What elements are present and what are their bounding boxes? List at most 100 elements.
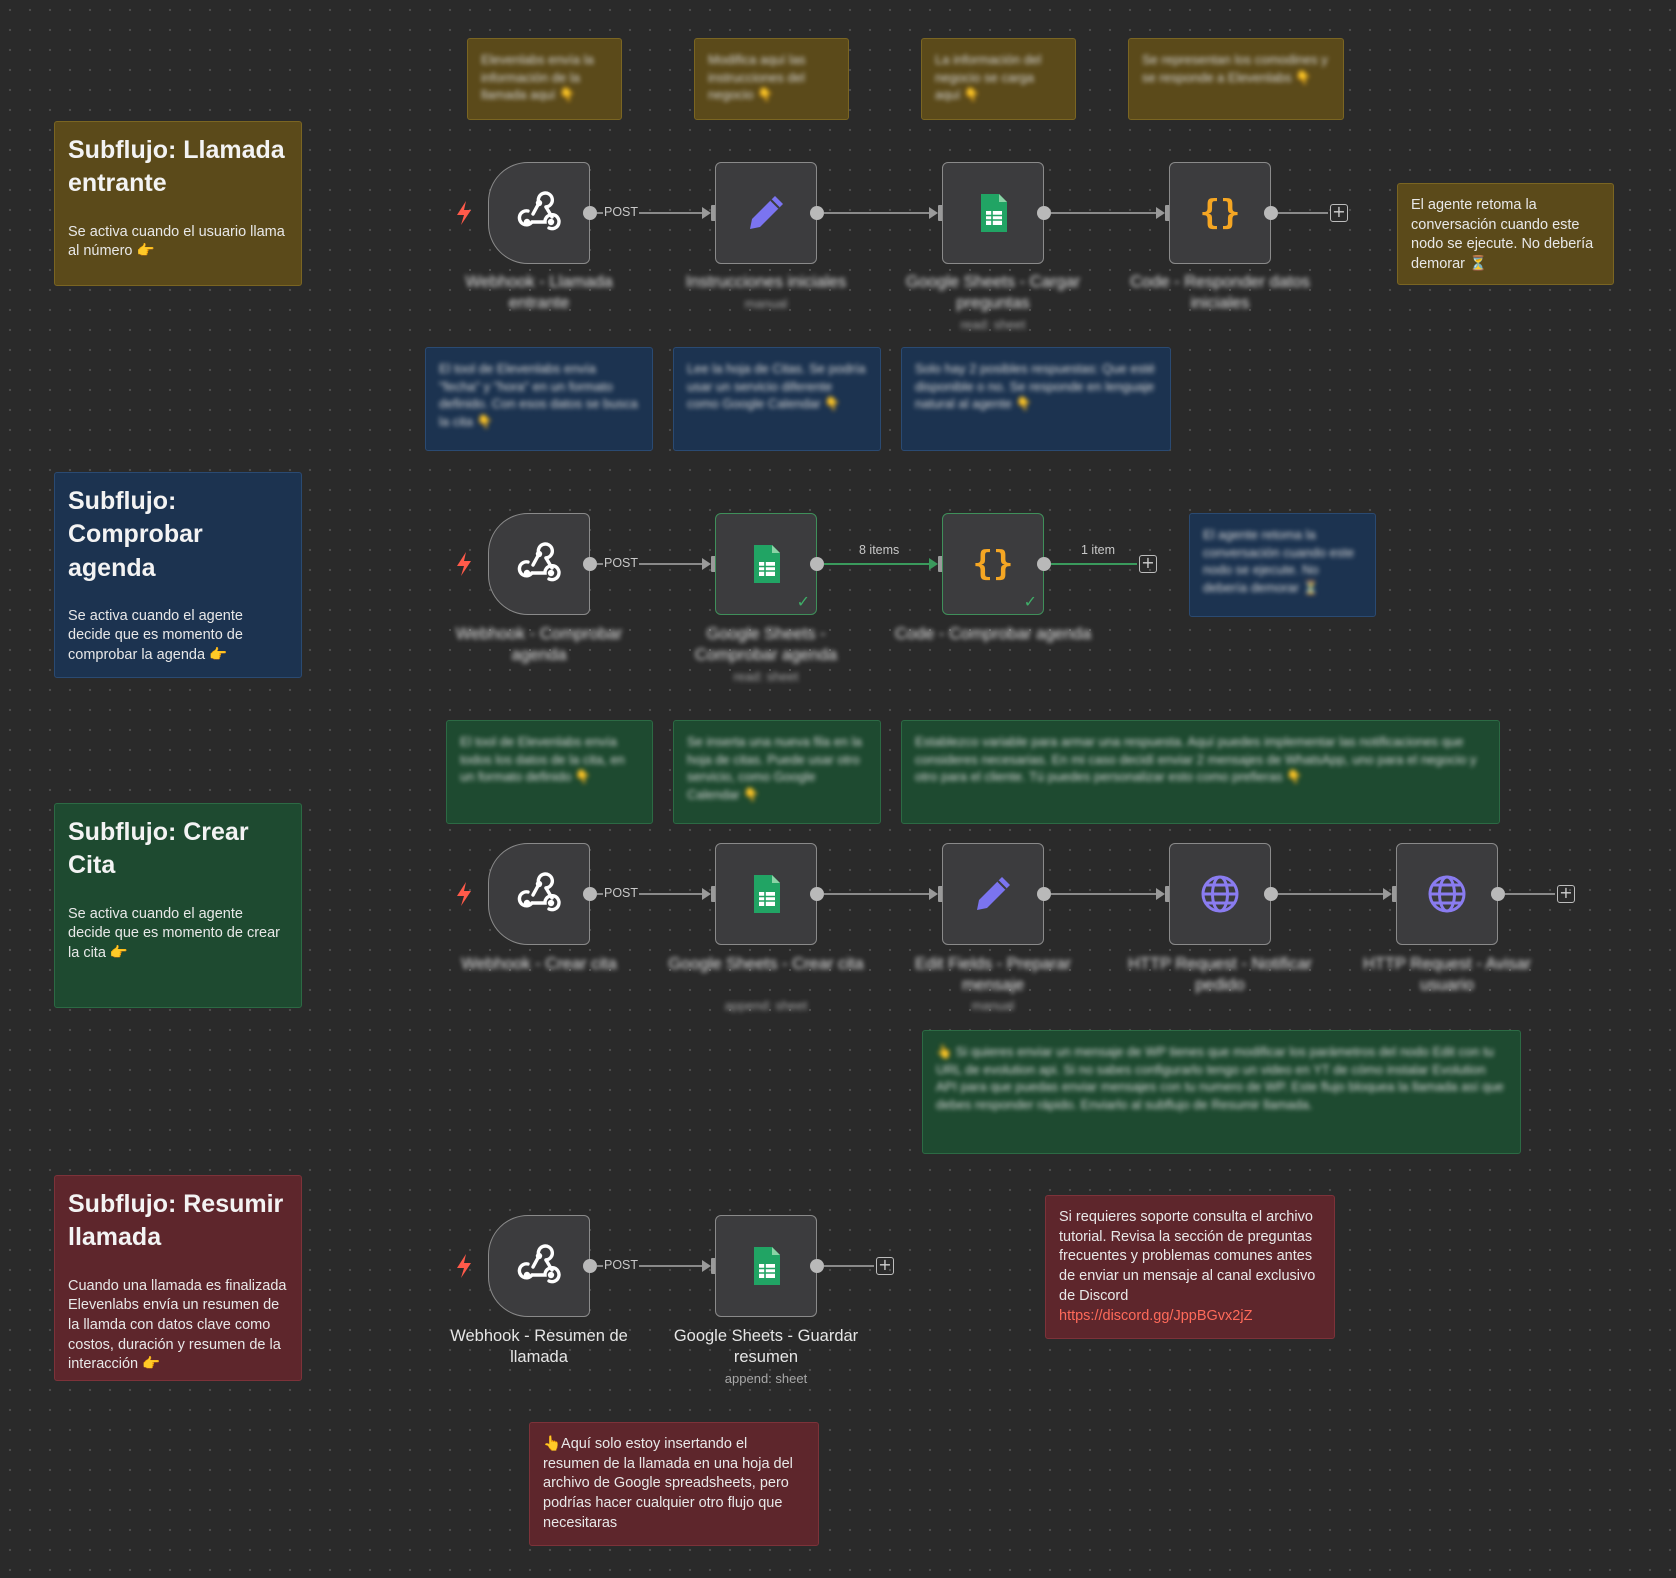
connection-line[interactable] — [824, 212, 935, 214]
output-connector[interactable] — [810, 887, 824, 901]
connection-line[interactable] — [824, 893, 935, 895]
connection-line[interactable] — [1051, 563, 1137, 565]
node-http-notificar[interactable] — [1169, 843, 1271, 945]
node-sublabel: read: sheet — [733, 669, 799, 684]
connection-line[interactable] — [824, 1265, 874, 1267]
sticky-note[interactable]: Elevenlabs envía la información de la ll… — [467, 38, 622, 120]
output-connector[interactable] — [1491, 887, 1505, 901]
connection-line[interactable] — [597, 212, 708, 214]
output-connector[interactable] — [583, 887, 597, 901]
connection-line[interactable] — [1505, 893, 1555, 895]
node-sublabel: append: sheet — [724, 998, 808, 1013]
node-sublabel: manual — [971, 998, 1015, 1013]
node-sheets-guardar[interactable] — [715, 1215, 817, 1317]
node-instrucciones[interactable] — [715, 162, 817, 264]
sticky-note[interactable]: Solo hay 2 posibles respuestas: Que esté… — [901, 347, 1171, 451]
connection-line[interactable] — [1051, 893, 1162, 895]
node-code-comprobar[interactable]: ✓ — [942, 513, 1044, 615]
output-connector[interactable] — [1264, 206, 1278, 220]
output-connector[interactable] — [810, 557, 824, 571]
sticky-note[interactable]: 👆Aquí solo estoy insertando el resumen d… — [529, 1422, 819, 1546]
sticky-note[interactable]: La información del negocio se carga aquí… — [921, 38, 1076, 120]
edge-label-post: POST — [603, 205, 640, 219]
sticky-note[interactable]: El tool de Elevenlabs envía todos los da… — [446, 720, 653, 824]
output-connector[interactable] — [1037, 557, 1051, 571]
sticky-note[interactable]: Lee la hoja de Citas. Se podría usar un … — [673, 347, 881, 451]
connection-line[interactable] — [597, 563, 708, 565]
sticky-text: El agente retoma la conversación cuando … — [1411, 197, 1594, 273]
node-label: Webhook - Llamada entrante — [465, 273, 613, 313]
section-agenda-note[interactable]: Subflujo: Comprobar agenda Se activa cua… — [54, 472, 302, 678]
trigger-bolt-icon — [455, 200, 473, 226]
webhook-icon — [515, 870, 563, 918]
node-sheets-crear[interactable] — [715, 843, 817, 945]
sticky-note[interactable]: El tool de Elevenlabs envía "fecha" y "h… — [425, 347, 653, 451]
connection-line[interactable] — [824, 563, 935, 565]
output-connector[interactable] — [810, 1259, 824, 1273]
node-label: HTTP Request - Notificar pedido — [1128, 955, 1312, 995]
sticky-text: Elevenlabs envía la información de la ll… — [481, 52, 594, 103]
sticky-note[interactable]: El agente retoma la conversación cuando … — [1189, 513, 1376, 617]
add-node-plus-icon[interactable]: + — [1557, 885, 1575, 903]
node-edit-fields[interactable] — [942, 843, 1044, 945]
connection-line[interactable] — [1278, 893, 1389, 895]
section-desc: Cuando una llamada es finalizada Elevenl… — [68, 1277, 287, 1373]
connection-line[interactable] — [597, 893, 708, 895]
support-text: Si requieres soporte consulta el archivo… — [1059, 1209, 1316, 1304]
output-connector[interactable] — [1264, 887, 1278, 901]
section-desc: Se activa cuando el agente decide que es… — [68, 905, 280, 961]
discord-link[interactable]: https://discord.gg/JppBGvx2jZ — [1059, 1307, 1253, 1324]
output-connector[interactable] — [583, 1259, 597, 1273]
connection-line[interactable] — [597, 1265, 708, 1267]
sticky-text: Se inserta una nueva fila en la hoja de … — [687, 734, 862, 803]
output-connector[interactable] — [810, 206, 824, 220]
node-label: Code - Responder datos iniciales — [1130, 273, 1310, 313]
support-note[interactable]: Si requieres soporte consulta el archivo… — [1045, 1195, 1335, 1339]
code-icon — [969, 540, 1017, 588]
node-label: Webhook - Crear cita — [461, 955, 617, 973]
node-label: Code - Comprobar agenda — [894, 625, 1092, 643]
node-code-responder[interactable] — [1169, 162, 1271, 264]
sticky-note[interactable]: Se inserta una nueva fila en la hoja de … — [673, 720, 881, 824]
node-webhook-resumen[interactable] — [488, 1215, 590, 1317]
code-icon — [1196, 189, 1244, 237]
output-connector[interactable] — [583, 206, 597, 220]
output-connector[interactable] — [583, 557, 597, 571]
node-http-avisar[interactable] — [1396, 843, 1498, 945]
sheets-icon — [742, 870, 790, 918]
arrow-head — [1156, 888, 1165, 900]
node-sublabel: append: sheet — [724, 1371, 808, 1386]
trigger-bolt-icon — [455, 1253, 473, 1279]
connection-line[interactable] — [1051, 212, 1162, 214]
output-connector[interactable] — [1037, 206, 1051, 220]
node-webhook-agenda[interactable] — [488, 513, 590, 615]
arrow-head — [702, 888, 711, 900]
sticky-note[interactable]: Modifica aquí las instrucciones del nego… — [694, 38, 849, 120]
add-node-plus-icon[interactable]: + — [1139, 555, 1157, 573]
sheets-icon — [969, 189, 1017, 237]
connection-line[interactable] — [1278, 212, 1328, 214]
node-label: Edit Fields - Preparar mensaje — [915, 955, 1071, 995]
add-node-plus-icon[interactable]: + — [1330, 204, 1348, 222]
add-node-plus-icon[interactable]: + — [876, 1257, 894, 1275]
section-llamada-note[interactable]: Subflujo: Llamada entrante Se activa cua… — [54, 121, 302, 286]
trigger-bolt-icon — [455, 551, 473, 577]
node-webhook-llamada[interactable] — [488, 162, 590, 264]
sticky-note[interactable]: 👆 Si quieres enviar un mensaje de WP tie… — [922, 1030, 1521, 1154]
success-check-icon: ✓ — [1023, 594, 1037, 611]
node-sheets-comprobar[interactable]: ✓ — [715, 513, 817, 615]
node-webhook-cita[interactable] — [488, 843, 590, 945]
sticky-note[interactable]: Establezco variable para armar una respu… — [901, 720, 1500, 824]
section-cita-note[interactable]: Subflujo: Crear Cita Se activa cuando el… — [54, 803, 302, 1008]
success-check-icon: ✓ — [796, 594, 810, 611]
sticky-text: El agente retoma la conversación cuando … — [1203, 527, 1355, 596]
webhook-icon — [515, 540, 563, 588]
node-sheets-cargar[interactable] — [942, 162, 1044, 264]
output-connector[interactable] — [1037, 887, 1051, 901]
sticky-text: 👆 Si quieres enviar un mensaje de WP tie… — [936, 1044, 1504, 1113]
section-title: Subflujo: Comprobar agenda — [68, 487, 203, 582]
section-resumen-note[interactable]: Subflujo: Resumir llamada Cuando una lla… — [54, 1175, 302, 1381]
sticky-text: El tool de Elevenlabs envía "fecha" y "h… — [439, 361, 638, 430]
sticky-note[interactable]: El agente retoma la conversación cuando … — [1397, 183, 1614, 285]
sticky-note[interactable]: Se representan los comodines y se respon… — [1128, 38, 1344, 120]
